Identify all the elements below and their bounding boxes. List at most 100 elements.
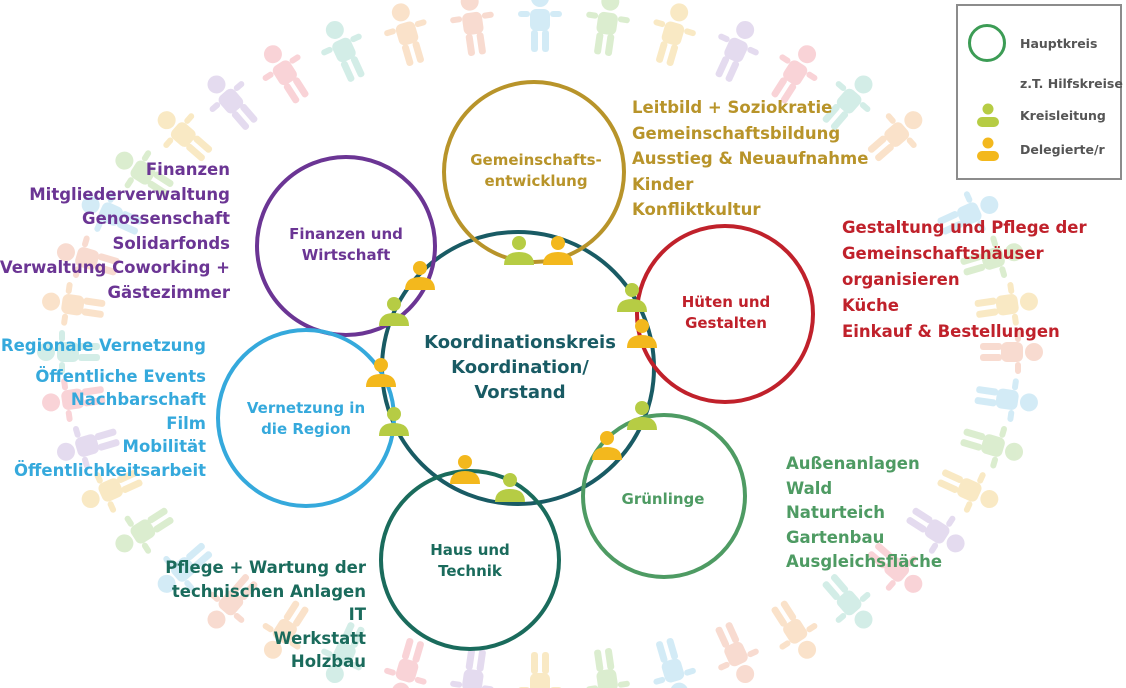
background-person-icon: [867, 542, 923, 593]
gemeinschaft-circle: [442, 80, 626, 264]
hueten-circle: [635, 224, 815, 404]
gemeinschaft-task-list: Leitbild + Soziokratie Gemeinschaftsbild…: [632, 95, 868, 223]
circle-line: Gestalten: [685, 314, 767, 332]
background-person-icon: [384, 3, 427, 66]
circle-line: Hüten und: [681, 293, 771, 311]
background-person-icon: [518, 0, 562, 52]
legend: Hauptkreis z.T. Hilfskreise Kreisleitung…: [956, 4, 1123, 180]
delegierte-person-icon: [592, 431, 622, 460]
kreisleitung-person-icon: [379, 297, 409, 326]
task-item: Naturteich: [786, 503, 885, 522]
background-person-icon: [321, 622, 365, 684]
gruenlinge-circle-label: Grünlinge: [575, 489, 751, 510]
task-item: Nachbarschaft: [70, 390, 206, 409]
task-item: Kinder: [632, 174, 694, 194]
task-item: Küche: [842, 296, 899, 315]
background-person-icon: [974, 282, 1038, 326]
kreisleitung-person-icon: [495, 473, 525, 502]
background-person-icon: [450, 0, 494, 56]
task-item: Ausgleichsfläche: [786, 552, 943, 571]
legend-hilfskreise-label: z.T. Hilfskreise: [1020, 76, 1123, 91]
task-item: Genossenschaft: [82, 209, 230, 228]
vernetzung-circle-label: Vernetzung in die Region: [218, 398, 394, 440]
background-person-icon: [56, 426, 120, 469]
legend-delegierte-label: Delegierte/r: [1020, 142, 1105, 157]
task-item: Außenanlagen: [786, 454, 920, 473]
task-item: Regionale Vernetzung: [0, 336, 206, 355]
circle-line: Wirtschaft: [301, 246, 391, 264]
background-person-icon: [586, 0, 630, 56]
background-person-icon: [56, 235, 120, 278]
background-person-icon: [157, 111, 213, 162]
kreisleitung-person-icon: [977, 103, 999, 127]
background-person-icon: [518, 652, 562, 688]
delegierte-person-icon: [977, 137, 999, 161]
background-person-icon: [906, 507, 965, 554]
background-person-icon: [81, 469, 143, 513]
circle-line: Gemeinschafts-: [470, 151, 602, 169]
central-line: Vorstand: [474, 382, 566, 403]
background-person-icon: [980, 330, 1043, 374]
background-person-icon: [207, 574, 258, 629]
circle-outline-icon: [968, 24, 1006, 62]
task-item: Solidarfonds: [112, 233, 230, 253]
background-person-icon: [115, 507, 174, 554]
background-person-icon: [937, 469, 999, 513]
haus-circle: [379, 469, 561, 651]
task-item: Wald: [786, 478, 833, 498]
task-item: Konfliktkultur: [632, 200, 761, 219]
background-person-icon: [771, 45, 818, 104]
circle-line: Grünlinge: [621, 490, 705, 508]
finanzen-circle-label: Finanzen und Wirtschaft: [258, 224, 434, 266]
task-item: Einkauf & Bestellungen: [842, 322, 1060, 341]
task-item: Leitbild + Soziokratie: [632, 98, 833, 117]
background-person-icon: [81, 191, 143, 235]
finanzen-task-list: Finanzen Mitgliederverwaltung Genossensc…: [0, 158, 230, 305]
background-person-icon: [960, 235, 1024, 278]
task-item: Mitgliederverwaltung: [29, 184, 230, 204]
central-circle-label: Koordinationskreis Koordination/ Vorstan…: [400, 330, 640, 405]
task-item: Gästezimmer: [107, 282, 230, 302]
background-person-icon: [771, 600, 818, 659]
kreisleitung-person-icon: [617, 283, 647, 312]
background-person-icon: [653, 638, 696, 688]
task-item: Gestaltung und Pflege der: [842, 218, 1087, 237]
kreisleitung-person-icon: [627, 401, 657, 430]
circle-line: Technik: [438, 562, 502, 580]
gemeinschaft-circle-label: Gemeinschafts- entwicklung: [448, 150, 624, 192]
background-person-icon: [42, 378, 106, 422]
background-person-icon: [207, 75, 258, 130]
background-person-icon: [384, 638, 427, 688]
background-person-icon: [321, 20, 365, 82]
background-person-icon: [653, 3, 696, 66]
task-item: Öffentliche Events: [35, 366, 206, 386]
task-item: organisieren: [842, 270, 960, 289]
background-person-icon: [262, 600, 309, 659]
task-item: Pflege + Wartung der: [165, 558, 366, 577]
central-line: Koordinationskreis: [424, 332, 616, 353]
background-person-icon: [822, 574, 873, 629]
background-person-icon: [157, 542, 213, 593]
task-item: Verwaltung Coworking +: [0, 258, 230, 277]
task-item: Ausstieg & Neuaufnahme: [632, 149, 869, 168]
delegierte-person-icon: [450, 455, 480, 484]
task-item: Gemeinschaftshäuser: [842, 244, 1044, 263]
hueten-circle-label: Hüten und Gestalten: [638, 292, 814, 334]
kreisleitung-person-icon: [504, 236, 534, 265]
task-item: Gartenbau: [786, 527, 885, 547]
delegierte-person-icon: [405, 261, 435, 290]
circle-line: Vernetzung in: [246, 399, 366, 417]
legend-kreisleitung-label: Kreisleitung: [1020, 108, 1106, 123]
circle-line: entwicklung: [484, 172, 588, 190]
background-person-icon: [42, 282, 106, 326]
legend-hauptkreis-label: Hauptkreis: [1020, 36, 1098, 51]
circle-line: die Region: [261, 420, 351, 438]
haus-task-list: Pflege + Wartung der technischen Anlagen…: [165, 556, 366, 674]
background-person-icon: [822, 75, 873, 130]
task-item: Holzbau: [290, 652, 366, 671]
task-item: technischen Anlagen: [171, 581, 366, 601]
task-item: Finanzen: [145, 160, 230, 179]
task-item: IT: [348, 605, 366, 624]
circle-line: Haus und: [430, 541, 510, 559]
